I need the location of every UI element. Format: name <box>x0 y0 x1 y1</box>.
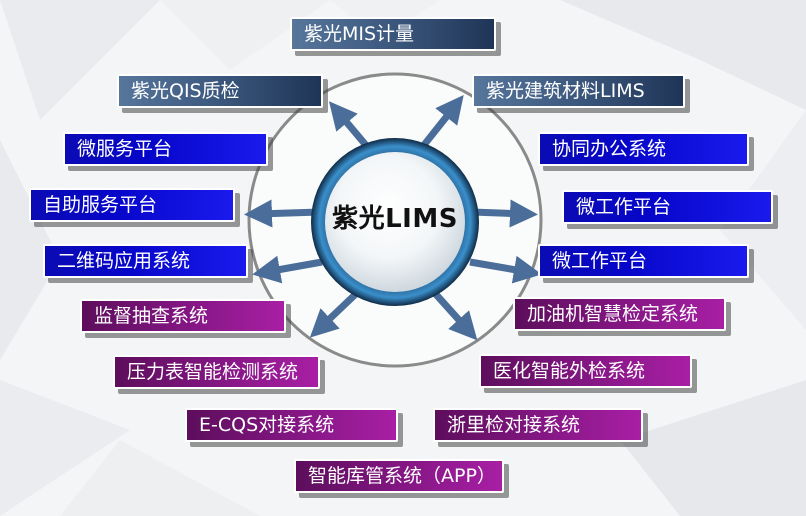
center-label: 紫光LIMS <box>332 204 458 234</box>
node-box[interactable]: E-CQS对接系统 <box>185 408 398 442</box>
node-label: 紫光QIS质检 <box>131 80 240 102</box>
node-label: 智能库管系统（APP） <box>308 465 496 487</box>
node-label: 医化智能外检系统 <box>493 360 646 382</box>
node-label: 紫光MIS计量 <box>304 23 415 45</box>
node-box[interactable]: 紫光QIS质检 <box>117 74 323 108</box>
node-box[interactable]: 紫光建筑材料LIMS <box>472 74 685 108</box>
node-box[interactable]: 浙里检对接系统 <box>433 408 643 442</box>
node-box[interactable]: 微工作平台 <box>538 244 749 278</box>
node-box[interactable]: 二维码应用系统 <box>43 244 248 278</box>
node-box[interactable]: 智能库管系统（APP） <box>294 459 504 493</box>
node-box[interactable]: 医化智能外检系统 <box>479 354 692 388</box>
node-label: 二维码应用系统 <box>57 250 191 272</box>
node-label: 自助服务平台 <box>43 194 158 216</box>
node-box[interactable]: 微工作平台 <box>562 190 773 224</box>
node-box[interactable]: 紫光MIS计量 <box>290 17 496 51</box>
node-box[interactable]: 微服务平台 <box>63 132 268 166</box>
node-label: 微工作平台 <box>576 196 672 218</box>
node-label: E-CQS对接系统 <box>199 414 335 436</box>
node-box[interactable]: 加油机智慧检定系统 <box>513 297 726 331</box>
node-label: 协同办公系统 <box>552 138 667 160</box>
node-box[interactable]: 压力表智能检测系统 <box>113 355 320 389</box>
arrow-right-low <box>469 255 542 284</box>
arrow-left <box>244 199 321 228</box>
center-hub <box>325 152 465 292</box>
connector-arrows <box>244 95 542 341</box>
node-label: 监督抽查系统 <box>94 305 209 327</box>
node-label: 紫光建筑材料LIMS <box>486 80 645 102</box>
arrow-right <box>471 199 538 228</box>
node-label: 加油机智慧检定系统 <box>527 303 699 325</box>
node-box[interactable]: 监督抽查系统 <box>80 299 286 333</box>
node-box[interactable]: 自助服务平台 <box>29 188 235 222</box>
arrow-up-right <box>417 95 464 153</box>
arrow-down-left <box>309 287 363 338</box>
node-label: 浙里检对接系统 <box>447 414 581 436</box>
node-label: 微服务平台 <box>77 138 173 160</box>
node-label: 微工作平台 <box>552 250 648 272</box>
arrow-left-low <box>252 255 323 284</box>
node-box[interactable]: 协同办公系统 <box>538 132 749 166</box>
node-label: 压力表智能检测系统 <box>127 361 299 383</box>
arrow-up-left <box>328 101 373 153</box>
arrow-down-right <box>429 287 478 341</box>
